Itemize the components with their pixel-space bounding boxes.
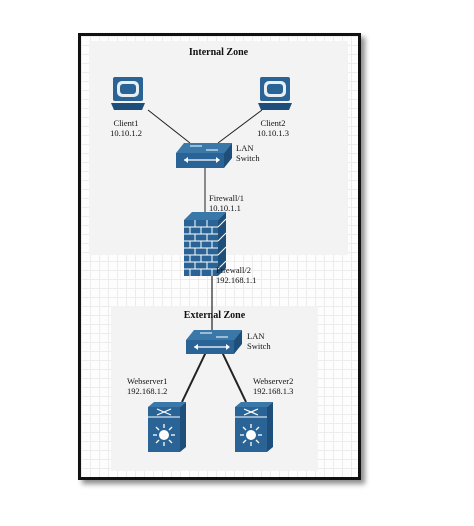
link-switch-webserver2 — [221, 351, 247, 403]
webserver2-ip: 192.168.1.3 — [253, 385, 294, 396]
switch-icon — [186, 330, 242, 354]
webserver2-name: Webserver2 — [253, 376, 294, 386]
internal-switch-label-line2: Switch — [236, 152, 260, 163]
client2-ip: 10.10.1.3 — [257, 127, 289, 138]
internal-switch-label-line1: LAN — [236, 143, 254, 153]
firewall-if1-label: Firewall/1 10.10.1.1 — [209, 193, 244, 213]
workstation-icon — [111, 77, 145, 110]
internal-zone-title: Internal Zone — [188, 47, 249, 58]
server-icon — [148, 402, 186, 452]
firewall-if2-name: Firewall/2 — [216, 265, 251, 275]
workstation-icon — [258, 77, 292, 110]
external-switch-label-line1: LAN — [247, 331, 265, 341]
link-switch-webserver1 — [181, 351, 207, 403]
client1-name: Client1 — [113, 118, 139, 128]
firewall-if1-name: Firewall/1 — [209, 193, 244, 203]
external-switch-label-line2: Switch — [247, 340, 271, 351]
external-switch-label: LAN Switch — [247, 331, 271, 351]
client1-ip: 10.10.1.2 — [110, 127, 142, 138]
firewall-if1-ip: 10.10.1.1 — [209, 202, 241, 213]
webserver2-label: Webserver2 192.168.1.3 — [253, 376, 294, 396]
firewall-icon — [184, 212, 226, 276]
external-zone-title: External Zone — [183, 310, 246, 321]
internal-switch-label: LAN Switch — [236, 143, 260, 163]
server-icon — [235, 402, 273, 452]
webserver1-name: Webserver1 — [127, 376, 168, 386]
webserver1-label: Webserver1 192.168.1.2 — [127, 376, 168, 396]
switch-icon — [176, 143, 232, 168]
link-client2-switch — [217, 109, 263, 144]
client1-label: Client1 10.10.1.2 — [96, 118, 156, 138]
client2-label: Client2 10.10.1.3 — [243, 118, 303, 138]
firewall-if2-label: Firewall/2 192.168.1.1 — [216, 265, 257, 285]
client2-name: Client2 — [260, 118, 286, 128]
webserver1-ip: 192.168.1.2 — [127, 385, 168, 396]
link-client1-switch — [147, 109, 191, 144]
firewall-if2-ip: 192.168.1.1 — [216, 274, 257, 285]
